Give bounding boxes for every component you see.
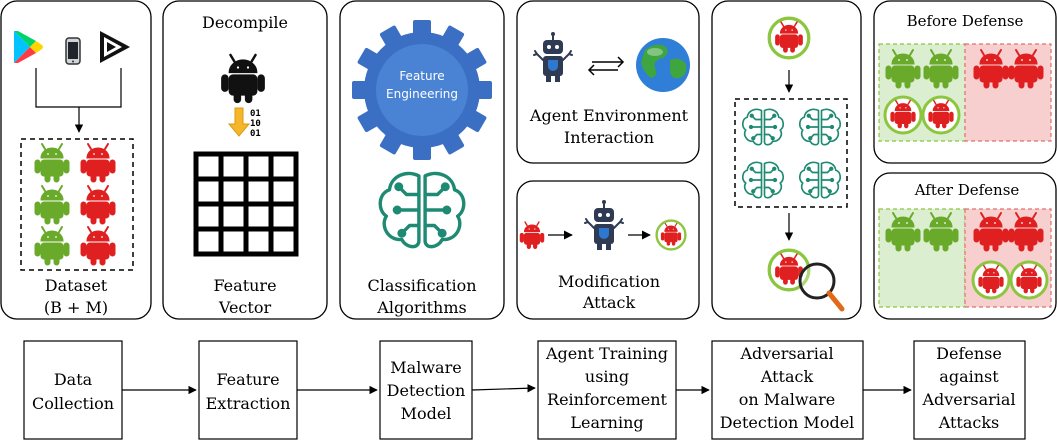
smartphone-icon: [65, 37, 81, 65]
globe-icon: [636, 38, 690, 92]
before-defense-panel: Before Defense: [873, 0, 1057, 164]
step-label: Malware: [390, 358, 461, 377]
binary-bits: 01: [250, 109, 261, 119]
classification-label: Classification: [367, 276, 476, 295]
magnifier-icon: [798, 262, 845, 312]
agent-environment-label-sub: Interaction: [564, 128, 654, 147]
pipeline-step-malware-detection-model: Malware Detection Model: [379, 340, 473, 440]
google-play-icon: [14, 31, 43, 63]
modification-label: Modification: [558, 272, 660, 291]
malicious-zone: [964, 43, 1052, 142]
pipeline-step-feature-extraction: Feature Extraction: [198, 340, 298, 440]
step-label: Attacks: [938, 413, 1000, 432]
dataset-label: Dataset: [45, 276, 108, 295]
detector-box: [734, 98, 848, 208]
gear-label: Feature: [399, 69, 444, 83]
agent-environment-label: Agent Environment: [529, 106, 689, 125]
pipeline-step-defense: Defense against Adversarial Attacks: [913, 340, 1026, 440]
dataset-label-sub: (B + M): [44, 298, 108, 317]
adversarial-attack-panel: [711, 0, 862, 320]
step-label: Attack: [760, 367, 814, 386]
pipeline: Data Collection Feature Extraction Malwa…: [23, 340, 1026, 440]
benign-zone: [878, 208, 966, 308]
step-label: using: [585, 367, 629, 386]
step-label: Extraction: [206, 394, 291, 413]
step-label: Detection Model: [720, 413, 855, 432]
after-defense-panel: After Defense: [873, 172, 1057, 320]
step-label: Learning: [570, 413, 643, 432]
decompile-title: Decompile: [202, 13, 288, 32]
modified-malware-icon: [973, 262, 1009, 298]
step-label: Collection: [32, 394, 114, 413]
step-label: Feature: [216, 370, 279, 389]
svg-text:01: 01: [250, 129, 261, 139]
modified-malware-icon: [769, 18, 809, 58]
after-defense-title: After Defense: [914, 181, 1020, 199]
modified-malware-icon: [923, 97, 959, 133]
agent-environment-panel: Agent Environment Interaction: [516, 0, 700, 164]
gear-icon: [352, 20, 492, 160]
before-defense-title: Before Defense: [907, 12, 1024, 30]
modified-malware-icon: [885, 97, 921, 133]
down-arrow-icon: [227, 107, 251, 137]
feature-vector-label: Feature: [213, 276, 276, 295]
pipeline-step-agent-training: Agent Training using Reinforcement Learn…: [537, 340, 677, 440]
step-label: Detection: [387, 381, 466, 400]
play-store-icon: [100, 31, 130, 63]
pipeline-step-adversarial-attack: Adversarial Attack on Malware Detection …: [711, 340, 864, 440]
step-label: Agent Training: [545, 344, 668, 363]
step-label: Adversarial: [739, 344, 833, 363]
bidirectional-arrow-icon: [587, 56, 625, 76]
feature-vector-panel: Decompile 01 10 01 Feature Vector: [162, 0, 328, 320]
step-label: Defense: [936, 344, 1002, 363]
gear-label-sub: Engineering: [386, 87, 458, 101]
classification-label-sub: Algorithms: [376, 298, 466, 317]
step-label: on Malware: [739, 390, 835, 409]
step-label: Model: [401, 404, 452, 423]
dataset-panel: Dataset (B + M): [0, 0, 152, 320]
modification-attack-panel: Modification Attack: [516, 180, 700, 320]
feature-grid-icon: [193, 151, 299, 257]
feature-vector-label-sub: Vector: [218, 298, 272, 317]
pipeline-step-data-collection: Data Collection: [23, 340, 123, 440]
dataset-box: [20, 138, 134, 271]
svg-text:10: 10: [250, 119, 261, 129]
step-label: Adversarial: [921, 390, 1015, 409]
step-label: Data: [54, 370, 93, 389]
step-label: against: [939, 367, 999, 386]
step-label: Reinforcement: [547, 390, 668, 409]
modified-malware-icon: [1011, 262, 1047, 298]
classification-panel: Feature Engineering Classification Algor…: [339, 0, 505, 320]
modification-label-sub: Attack: [582, 293, 636, 312]
modified-malware-icon: [657, 221, 686, 250]
